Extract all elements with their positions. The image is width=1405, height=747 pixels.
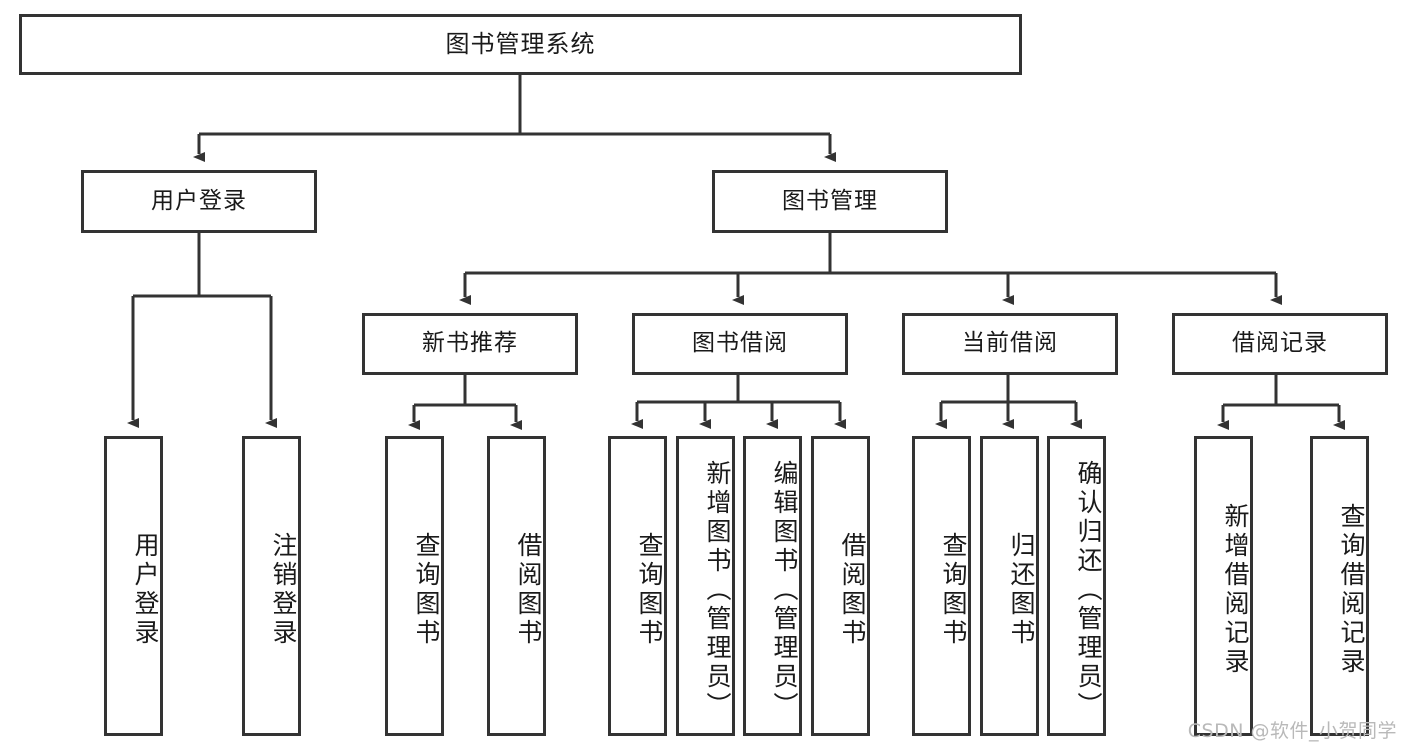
leaf-return-book[interactable]: 归还图书 [980, 436, 1039, 736]
node-label: 查询图书 [412, 532, 441, 648]
node-borrow-record[interactable]: 借阅记录 [1172, 313, 1388, 375]
node-label: 借阅图书 [838, 532, 867, 648]
node-label: 确认归还（管理员） [1074, 459, 1103, 721]
node-book-borrow[interactable]: 图书借阅 [632, 313, 848, 375]
leaf-query-book-1[interactable]: 查询图书 [385, 436, 444, 736]
node-label: 新增图书（管理员） [703, 459, 732, 721]
node-label: 图书借阅 [692, 330, 788, 357]
node-user-login[interactable]: 用户登录 [81, 170, 317, 233]
leaf-borrow-book-2[interactable]: 借阅图书 [811, 436, 870, 736]
node-label: 用户登录 [131, 532, 160, 648]
node-label: 查询图书 [939, 532, 968, 648]
leaf-query-record[interactable]: 查询借阅记录 [1310, 436, 1369, 736]
node-label: 归还图书 [1007, 532, 1036, 648]
node-new-book-recommend[interactable]: 新书推荐 [362, 313, 578, 375]
node-label: 借阅图书 [514, 532, 543, 648]
node-label: 图书管理系统 [445, 30, 596, 59]
node-current-borrow[interactable]: 当前借阅 [902, 313, 1118, 375]
node-label: 查询图书 [635, 532, 664, 648]
node-label: 用户登录 [151, 187, 247, 214]
leaf-query-book-3[interactable]: 查询图书 [912, 436, 971, 736]
node-book-management[interactable]: 图书管理 [712, 170, 948, 233]
node-label: 新书推荐 [422, 330, 518, 357]
node-label: 当前借阅 [962, 330, 1058, 357]
leaf-confirm-return[interactable]: 确认归还（管理员） [1047, 436, 1106, 736]
csdn-watermark: CSDN @软件_小贺同学 [1187, 720, 1397, 742]
leaf-add-record[interactable]: 新增借阅记录 [1194, 436, 1253, 736]
node-label: 新增借阅记录 [1221, 503, 1250, 677]
node-label: 借阅记录 [1232, 330, 1328, 357]
node-label: 查询借阅记录 [1337, 503, 1366, 677]
leaf-borrow-book-1[interactable]: 借阅图书 [487, 436, 546, 736]
node-label: 编辑图书（管理员） [770, 459, 799, 721]
leaf-user-login[interactable]: 用户登录 [104, 436, 163, 736]
node-label: 注销登录 [269, 532, 298, 648]
node-label: 图书管理 [782, 187, 878, 214]
leaf-logout-login[interactable]: 注销登录 [242, 436, 301, 736]
leaf-query-book-2[interactable]: 查询图书 [608, 436, 667, 736]
leaf-edit-book[interactable]: 编辑图书（管理员） [743, 436, 802, 736]
leaf-add-book[interactable]: 新增图书（管理员） [676, 436, 735, 736]
node-root-book-management-system[interactable]: 图书管理系统 [19, 14, 1022, 75]
